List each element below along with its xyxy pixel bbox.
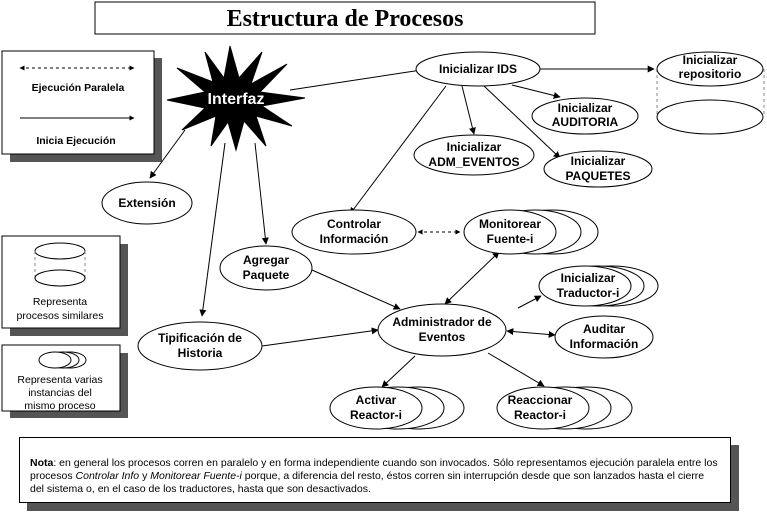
note-text-3: porque, a diferencia del resto, éstos co…	[30, 470, 705, 495]
inicializar-admeventos-line2: ADM_EVENTOS	[428, 155, 519, 169]
note-emphasis-1: Controlar Info	[75, 470, 140, 482]
auditar-informacion-node	[554, 315, 654, 359]
tipificacion-historia-node	[137, 321, 263, 371]
inicializar-repositorio-line2: repositorio	[679, 67, 742, 81]
legend-instances-line1: Representa varias	[17, 374, 102, 386]
activar-reactor-node	[329, 386, 423, 430]
inicializar-paquetes-line1: Inicializar	[571, 154, 626, 168]
administrador-eventos-node	[377, 303, 507, 357]
note-emphasis-2: Monitorear Fuente-i	[150, 470, 242, 482]
inicializar-auditoria-node	[531, 97, 639, 135]
note-box: Nota: en general los procesos corren en …	[19, 437, 731, 503]
tipificacion-historia-line2: Historia	[178, 346, 223, 360]
legend-instances-line2: instancias del	[28, 387, 92, 399]
diagram-title: Estructura de Procesos	[227, 6, 464, 32]
administrador-eventos-line1: Administrador de	[392, 315, 492, 329]
edge-agregar-admin	[311, 269, 401, 310]
agregar-paquete-line2: Paquete	[243, 268, 290, 282]
legend-parallel-label: Ejecución Paralela	[32, 82, 125, 94]
edge-interfaz-extension	[149, 129, 186, 179]
edge-admin-traductor	[517, 295, 542, 309]
inicializar-repositorio-line1: Inicializar	[683, 53, 738, 67]
inicializar-admeventos-node	[413, 134, 535, 176]
agregar-paquete-line1: Agregar	[243, 253, 289, 267]
controlar-informacion-line1: Controlar	[327, 217, 381, 231]
reaccionar-reactor-line1: Reaccionar	[508, 393, 573, 407]
edge-tipificacion-admin	[261, 327, 379, 347]
inicializar-auditoria-line1: Inicializar	[558, 101, 613, 115]
note-label: Nota	[30, 457, 54, 469]
auditar-informacion-line2: Información	[570, 337, 639, 351]
title-box	[94, 1, 596, 35]
tipificacion-historia-line1: Tipificación de	[158, 331, 242, 345]
edge-ids-admeventos	[461, 85, 476, 135]
legend-start-label: Inicia Ejecución	[36, 135, 115, 147]
instances-ellipse-icon	[38, 351, 72, 369]
legend-similar-line1: Representa	[33, 296, 87, 308]
inicializar-admeventos-line1: Inicializar	[447, 140, 502, 154]
administrador-eventos-line2: Eventos	[419, 330, 466, 344]
activar-reactor-line2: Reactor-i	[350, 408, 402, 422]
controlar-informacion-line2: Información	[320, 232, 389, 246]
extension-node	[101, 181, 193, 225]
controlar-informacion-node	[291, 209, 417, 255]
edge-ids-auditoria	[511, 84, 561, 99]
monitorear-fuente-line1: Monitorear	[479, 217, 541, 231]
repositorio-bottom-ellipse	[656, 99, 764, 135]
inicializar-auditoria-line2: AUDITORIA	[552, 115, 619, 129]
extension-label: Extensión	[118, 196, 175, 210]
edge-interfaz-agregar	[254, 142, 269, 245]
note-text-1: : en general los procesos corren en para…	[30, 457, 718, 482]
interfaz-star-node	[166, 45, 306, 152]
inicializar-paquetes-line2: PAQUETES	[565, 169, 630, 183]
edge-admin-activar	[381, 355, 416, 388]
edge-admin-auditar	[506, 328, 556, 338]
similar-top-ellipse	[34, 242, 86, 260]
edge-admin-reaccionar	[487, 352, 545, 387]
inicializar-traductor-line1: Inicializar	[561, 271, 616, 285]
monitorear-fuente-line2: Fuente-i	[487, 232, 534, 246]
inicializar-ids-label: Inicializar IDS	[439, 62, 517, 76]
inicializar-ids-node	[415, 51, 541, 87]
inicializar-traductor-node	[538, 265, 632, 307]
legend-similar-line2: procesos similares	[17, 310, 104, 322]
reaccionar-reactor-line2: Reactor-i	[514, 408, 566, 422]
similar-bottom-ellipse	[34, 269, 86, 287]
reaccionar-reactor-node	[496, 386, 590, 430]
edge-interfaz-ids	[289, 66, 429, 91]
edge-admin-monitorear	[444, 251, 500, 305]
note-text-2: y	[139, 470, 151, 482]
edge-ids-controlar	[349, 85, 447, 215]
edges	[149, 65, 655, 388]
inicializar-paquetes-node	[543, 150, 653, 188]
interfaz-label: Interfaz	[208, 91, 265, 108]
edge-interfaz-tipificacion	[199, 142, 226, 317]
edge-ids-paquetes	[483, 85, 561, 159]
auditar-informacion-line1: Auditar	[583, 322, 625, 336]
inicializar-traductor-line2: Traductor-i	[557, 286, 620, 300]
agregar-paquete-node	[219, 245, 313, 291]
inicializar-repositorio-node	[656, 51, 764, 87]
legend-instances-line3: mismo proceso	[24, 400, 95, 412]
monitorear-fuente-node	[463, 209, 557, 255]
activar-reactor-line1: Activar	[356, 393, 397, 407]
